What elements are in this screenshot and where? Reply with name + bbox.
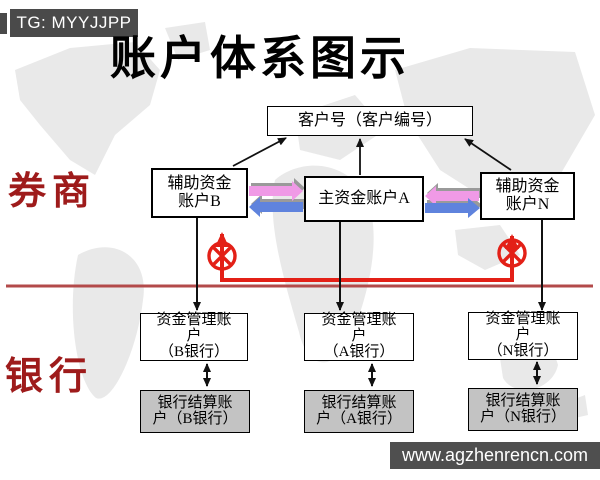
blocked-transfer-path — [215, 232, 519, 282]
settle-account-b-box: 银行结算账 户（B银行） — [140, 390, 250, 433]
aux-b-to-customer-arrow — [232, 137, 287, 167]
mgmt-account-n-box: 资金管理账 户 （N银行） — [468, 312, 578, 360]
page-title: 账户体系图示 — [110, 33, 410, 84]
corner-tab — [0, 13, 7, 34]
customer-number-box: 客户号（客户编号） — [267, 106, 473, 136]
no-entry-icon — [207, 241, 237, 271]
transfer-arrow-pink-b-to-a — [249, 181, 303, 201]
broker-section-label: 券商 — [8, 171, 97, 213]
aux-n-to-customer-arrow — [464, 138, 512, 171]
aux-account-b-box: 辅助资金 账户B — [151, 168, 248, 218]
watermark-bar: www.agzhenrencn.com — [390, 442, 600, 469]
transfer-arrow-blue-a-to-b — [249, 197, 303, 217]
settle-account-n-box: 银行结算账 户（N银行） — [468, 388, 578, 431]
watermark-url: www.agzhenrencn.com — [401, 445, 589, 465]
aux-account-n-box: 辅助资金 账户N — [480, 172, 575, 220]
telegram-badge-label: TG: MYYJJPP — [16, 13, 132, 32]
telegram-badge: TG: MYYJJPP — [10, 9, 138, 37]
map-asia — [395, 48, 595, 205]
main-account-a-box: 主资金账户A — [304, 176, 424, 222]
transfer-arrow-blue-a-to-n — [425, 198, 480, 218]
bank-section-label: 银行 — [5, 356, 94, 398]
no-entry-icon — [497, 238, 527, 268]
mgmt-account-b-box: 资金管理账 户 （B银行） — [140, 313, 248, 361]
transfer-arrow-pink-n-to-a — [425, 186, 479, 206]
settle-account-a-box: 银行结算账 户（A银行） — [304, 390, 414, 433]
mgmt-account-a-box: 资金管理账 户 （A银行） — [304, 313, 414, 361]
map-greenland — [165, 22, 210, 60]
map-north-america — [15, 42, 160, 175]
